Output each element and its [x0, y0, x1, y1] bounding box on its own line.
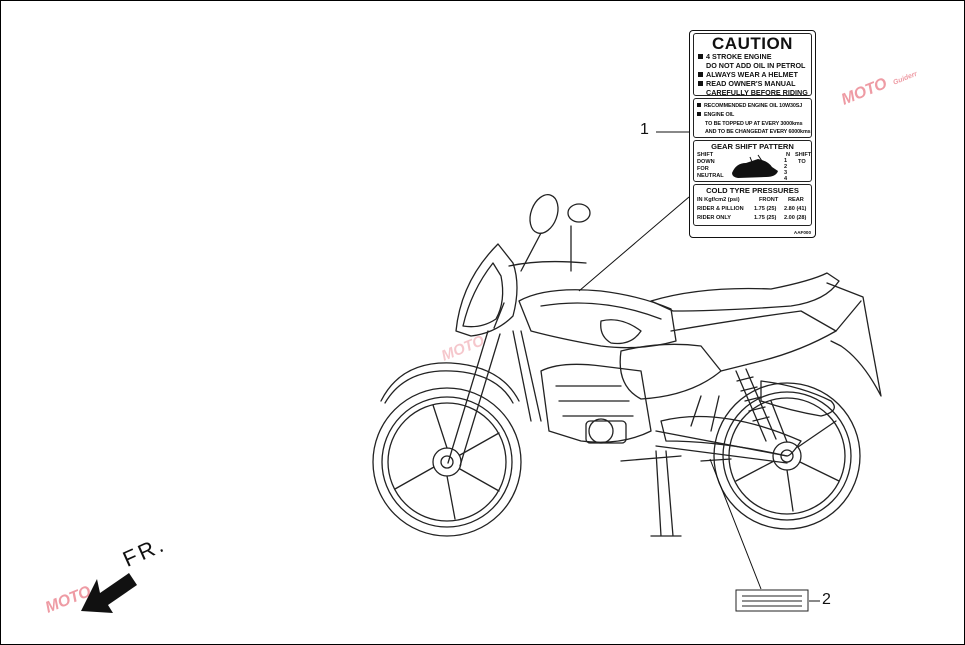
gear-text: NEUTRAL: [697, 173, 724, 179]
tyre-pressure-section: COLD TYRE PRESSURES IN Kgf/cm2 (psi) FRO…: [693, 184, 812, 226]
forward-arrow-icon: [81, 573, 137, 613]
caution-title: CAUTION: [712, 34, 793, 53]
warning-row: ALWAYS WEAR A HELMET: [698, 71, 798, 79]
gear-position: N: [786, 152, 791, 158]
gear-position: 3: [784, 170, 788, 176]
warning-row: 4 STROKE ENGINE: [698, 53, 772, 61]
gear-position: 4: [784, 176, 788, 182]
warning-row: CAREFULLY BEFORE RIDING: [706, 88, 808, 97]
gear-position: 1: [784, 158, 788, 164]
tyre-row-front: 1.75 (25): [754, 215, 777, 221]
callout-2: 2: [822, 591, 831, 608]
caution-label: CAUTION 4 STROKE ENGINE DO NOT ADD OIL I…: [689, 30, 816, 238]
oil-row: TO BE TOPPED UP AT EVERY 3000kms: [705, 121, 803, 127]
label-2-sticker: [735, 589, 809, 612]
gear-position: 2: [784, 164, 788, 170]
tyre-row-label: RIDER ONLY: [697, 215, 731, 221]
gear-text: TO: [798, 159, 806, 165]
warning-row: DO NOT ADD OIL IN PETROL: [706, 61, 806, 70]
shoe-icon: [732, 154, 778, 178]
bullet-square-icon: [698, 54, 703, 59]
tyre-unit: IN Kgf/cm2 (psi): [697, 197, 740, 203]
gear-shift-section: GEAR SHIFT PATTERN SHIFT DOWN FOR NEUTRA…: [693, 140, 812, 182]
rear-wheel: [713, 382, 861, 530]
gear-text: FOR: [697, 166, 709, 172]
oil-row: RECOMMENDED ENGINE OIL 10W30SJ: [697, 102, 802, 110]
oil-row: AND TO BE CHANGEDAT EVERY 6000kms: [705, 129, 811, 135]
front-wheel: [372, 362, 522, 537]
tyre-row-label: RIDER & PILLION: [697, 206, 744, 212]
bullet-square-icon: [698, 72, 703, 77]
leader-line-2: [709, 458, 762, 590]
caution-section: CAUTION 4 STROKE ENGINE DO NOT ADD OIL I…: [693, 33, 812, 97]
gear-text: SHIFT: [697, 152, 714, 158]
tyre-row-rear: 2.00 (28): [784, 215, 807, 221]
gear-title: GEAR SHIFT PATTERN: [711, 142, 794, 151]
bullet-square-icon: [697, 103, 701, 107]
tyre-col-front: FRONT: [759, 197, 779, 203]
bullet-square-icon: [697, 112, 701, 116]
oil-row: ENGINE OIL: [697, 111, 734, 119]
gear-text: DOWN: [697, 159, 715, 165]
label-code: AAF000: [793, 230, 811, 235]
tyre-row-front: 1.75 (25): [754, 206, 777, 212]
tyre-row-rear: 2.80 (41): [784, 206, 807, 212]
engine-oil-section: RECOMMENDED ENGINE OIL 10W30SJ ENGINE OI…: [693, 98, 812, 138]
tyre-col-rear: REAR: [788, 197, 804, 203]
warning-row: READ OWNER'S MANUAL: [698, 80, 796, 88]
gear-text: SHIFT: [795, 152, 812, 158]
bullet-square-icon: [698, 81, 703, 86]
callout-1: 1: [640, 121, 649, 138]
tyre-title: COLD TYRE PRESSURES: [706, 186, 799, 195]
